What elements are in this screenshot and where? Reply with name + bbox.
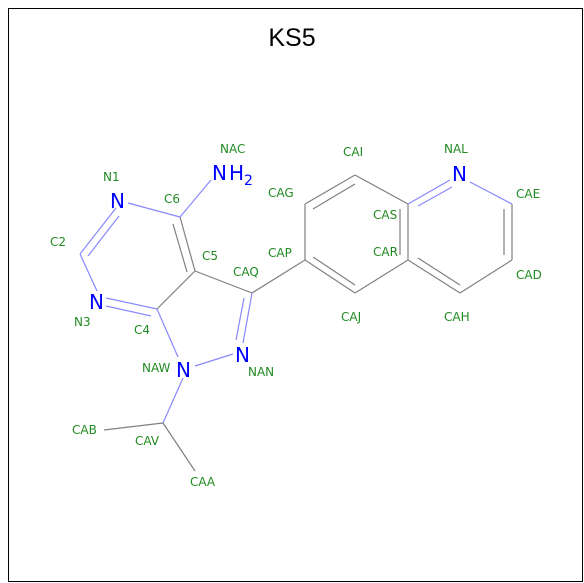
- bonds: [79, 174, 513, 472]
- label-nac: NAC: [220, 142, 245, 156]
- bond-c2-n1-double: [87, 215, 120, 257]
- label-cav: CAV: [135, 434, 160, 448]
- label-naw: NAW: [142, 361, 171, 375]
- bond-cav-cab: [103, 422, 164, 431]
- atom-naw: N: [176, 358, 191, 382]
- bond-caj-cap-double: [312, 256, 356, 286]
- bond-c5-c4: [156, 270, 196, 310]
- bond-naw-c4: [156, 308, 179, 358]
- bond-cas-nal: [407, 179, 451, 205]
- bond-c2-n1: [79, 207, 117, 255]
- label-cah: CAH: [444, 310, 470, 324]
- bond-naw-cav: [162, 377, 184, 424]
- label-cab: CAB: [72, 423, 97, 437]
- diagram-frame: [8, 8, 583, 582]
- atom-n1: N: [110, 189, 125, 213]
- atom-nan: N: [235, 343, 250, 367]
- bond-cag-cai-double: [312, 183, 356, 210]
- label-c2: C2: [50, 235, 66, 249]
- bond-nal-cae: [469, 181, 513, 205]
- atom-labels: NAC N1 C6 C2 C5 N3 C4 CAG CAI CAS NAL CA…: [50, 142, 542, 489]
- label-caq: CAQ: [233, 265, 259, 279]
- label-caj: CAJ: [341, 310, 361, 324]
- label-cas: CAS: [373, 208, 397, 222]
- bond-c4-n3-double: [105, 305, 152, 317]
- bond-c5-caq: [194, 270, 253, 294]
- bond-n1-c6: [127, 202, 181, 218]
- atom-n3: N: [89, 290, 104, 314]
- bond-caq-cap: [251, 259, 306, 294]
- bond-c6-c5: [179, 216, 196, 272]
- label-c4: C4: [134, 323, 150, 337]
- label-c5: C5: [202, 249, 218, 263]
- label-cae: CAE: [516, 187, 540, 201]
- heteroatoms: N N N N N N H 2: [89, 161, 467, 382]
- label-caa: CAA: [190, 475, 216, 489]
- bond-c6-c5-double: [172, 223, 188, 273]
- bond-car-caj: [354, 259, 409, 294]
- bond-c4-n3: [105, 297, 158, 310]
- bond-caj-cap: [304, 259, 356, 294]
- atom-nal: N: [452, 162, 467, 186]
- label-nan: NAN: [248, 365, 274, 379]
- label-n1: N1: [103, 170, 120, 184]
- label-cap: CAP: [268, 246, 292, 260]
- label-cai: CAI: [343, 145, 363, 159]
- molecule-title: KS5: [268, 24, 316, 52]
- label-c6: C6: [164, 192, 180, 206]
- bond-nan-naw: [194, 353, 234, 367]
- bond-cas-nal-double: [417, 186, 453, 207]
- label-cag: CAG: [268, 186, 294, 200]
- bond-cav-caa: [162, 422, 196, 472]
- label-car: CAR: [373, 245, 398, 259]
- label-nal: NAL: [444, 142, 468, 156]
- atom-nac-h: H: [229, 161, 244, 185]
- bond-caq-nan-double: [235, 297, 245, 341]
- bond-cah-car: [407, 259, 461, 294]
- bond-caq-nan: [242, 292, 253, 344]
- bond-cai-cas: [354, 174, 409, 205]
- label-cad: CAD: [516, 268, 542, 282]
- bond-n3-c2: [79, 253, 98, 292]
- bond-c6-nac: [179, 179, 212, 218]
- atom-nac-n: N: [212, 161, 227, 185]
- atom-nac-subscript: 2: [244, 173, 253, 189]
- bond-cad-cah: [459, 259, 513, 294]
- bond-cag-cai: [304, 174, 356, 205]
- bond-cah-car-double: [417, 257, 461, 286]
- label-n3: N3: [74, 315, 91, 329]
